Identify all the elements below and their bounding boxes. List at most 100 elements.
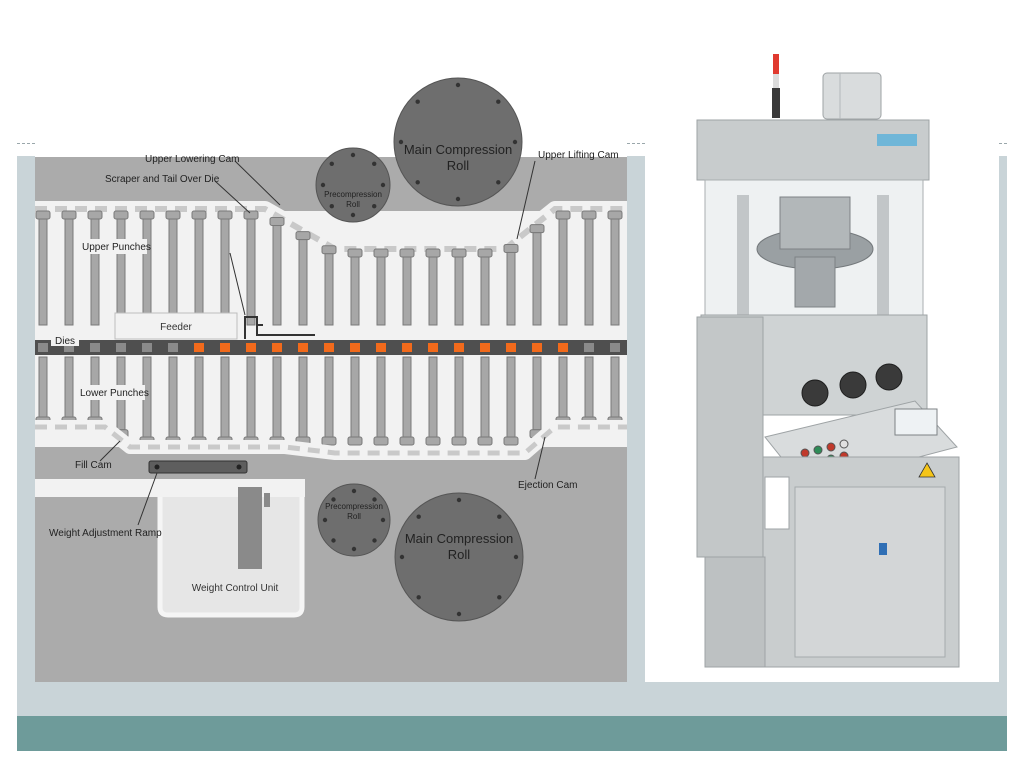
lower-punches-label-bg	[75, 385, 145, 400]
roll-bolt	[496, 99, 501, 104]
turret-lower	[794, 256, 836, 308]
roll-bolt	[456, 497, 462, 503]
upper-lowering-cam-label: Upper Lowering Cam	[145, 154, 240, 165]
signal-light-red	[773, 54, 779, 74]
die-slot	[142, 343, 152, 352]
roll-bolt	[372, 497, 377, 502]
upper-punch	[269, 217, 285, 326]
upper-punch	[243, 210, 259, 326]
left-column	[737, 195, 749, 315]
tablet-press-diagram: Feeder Weight Control Unit Precompressio…	[35, 17, 627, 682]
upper-punch	[373, 248, 389, 326]
die-slot	[64, 343, 74, 352]
upper-punch	[607, 210, 623, 326]
roll-bolt	[331, 497, 336, 502]
precompression-roll-bottom	[317, 483, 391, 557]
upper-punch	[347, 248, 363, 326]
lower-punch	[321, 356, 337, 446]
main-compression-top-label-1: Main Compression	[404, 142, 512, 157]
roll-bolt	[372, 538, 377, 543]
die-slot	[194, 343, 204, 352]
control-knob-2	[839, 371, 867, 399]
info-icon	[879, 543, 887, 555]
upper-cam-dash	[35, 206, 627, 252]
dashed-rule-right	[999, 143, 1007, 144]
upper-punch	[451, 248, 467, 326]
console-button	[839, 439, 849, 449]
console-button	[813, 445, 823, 455]
roll-bolt	[497, 514, 502, 519]
roll-bolt	[351, 488, 357, 494]
die-slot	[402, 343, 412, 352]
die-slot	[610, 343, 620, 352]
roll-bolt	[329, 161, 334, 166]
feeder-box	[114, 312, 238, 340]
warning-triangle-icon	[918, 462, 936, 478]
cabinet-door	[794, 486, 946, 658]
roll-bolt	[372, 161, 377, 166]
die-slot	[558, 343, 568, 352]
weight-control-pin	[264, 493, 270, 507]
lower-punch	[425, 356, 441, 446]
precompression-roll-top	[315, 147, 391, 223]
feeder-label: Feeder	[160, 322, 192, 333]
callout-upper-lifting-cam	[516, 160, 536, 240]
precompression-bottom-label-1: Precompression	[325, 502, 383, 511]
lower-punch	[477, 356, 493, 446]
side-hatch	[764, 476, 790, 530]
upper-punches-group	[35, 210, 623, 326]
die-slot	[532, 343, 542, 352]
machine-base-left	[704, 556, 766, 668]
main-compression-roll-top	[393, 77, 523, 207]
weight-adjustment-ramp-label: Weight Adjustment Ramp	[49, 528, 162, 539]
roll-bolt	[351, 546, 357, 552]
turret-upper	[779, 196, 851, 250]
die-slots-group	[38, 343, 620, 352]
dies-label: Dies	[55, 336, 75, 347]
die-slot	[376, 343, 386, 352]
die-slot	[220, 343, 230, 352]
callout-scraper	[214, 180, 251, 214]
upper-lifting-cam-label: Upper Lifting Cam	[538, 150, 619, 161]
brand-plate	[877, 134, 917, 146]
die-slot	[90, 343, 100, 352]
lower-punch	[503, 356, 519, 446]
dashed-rule-middle	[627, 143, 645, 144]
ejection-cam-label: Ejection Cam	[518, 480, 577, 491]
die-slot	[116, 343, 126, 352]
roll-bolts-group	[320, 82, 519, 617]
die-slot	[298, 343, 308, 352]
callout-upper-lowering-cam	[234, 160, 281, 206]
fill-cam-label: Fill Cam	[75, 460, 112, 471]
scraper-label: Scraper and Tail Over Die	[105, 174, 220, 185]
roll-bolt	[456, 611, 462, 617]
dies-label-bg	[51, 333, 79, 346]
ramp-bolt-right	[236, 464, 242, 470]
roll-bolt	[513, 554, 519, 560]
upper-punch	[555, 210, 571, 326]
weight-adjustment-ramp	[148, 460, 248, 474]
roll-bolt	[399, 554, 405, 560]
roll-bolt	[350, 152, 356, 158]
console-button	[826, 442, 836, 452]
roll-bolt	[415, 99, 420, 104]
weight-control-unit-box	[157, 497, 305, 618]
main-compression-bottom-label-2: Roll	[448, 547, 471, 562]
upper-punch	[503, 243, 519, 326]
roll-bolt	[455, 82, 461, 88]
die-slot	[350, 343, 360, 352]
precompression-top-label-1: Precompression	[324, 190, 382, 199]
bottom-accent-band	[17, 716, 1007, 751]
ramp-bolt-left	[154, 464, 160, 470]
upper-punch	[321, 245, 337, 326]
control-knob-1	[801, 379, 829, 407]
callout-weight-ramp	[137, 472, 158, 526]
weight-control-unit-label: Weight Control Unit	[192, 583, 279, 594]
top-housing	[696, 119, 930, 181]
roll-bolt	[398, 139, 404, 145]
upper-punches-label: Upper Punches	[82, 242, 151, 253]
weight-rail	[35, 479, 305, 497]
roll-bolt	[322, 517, 328, 523]
upper-punch	[581, 210, 597, 326]
die-slot	[428, 343, 438, 352]
